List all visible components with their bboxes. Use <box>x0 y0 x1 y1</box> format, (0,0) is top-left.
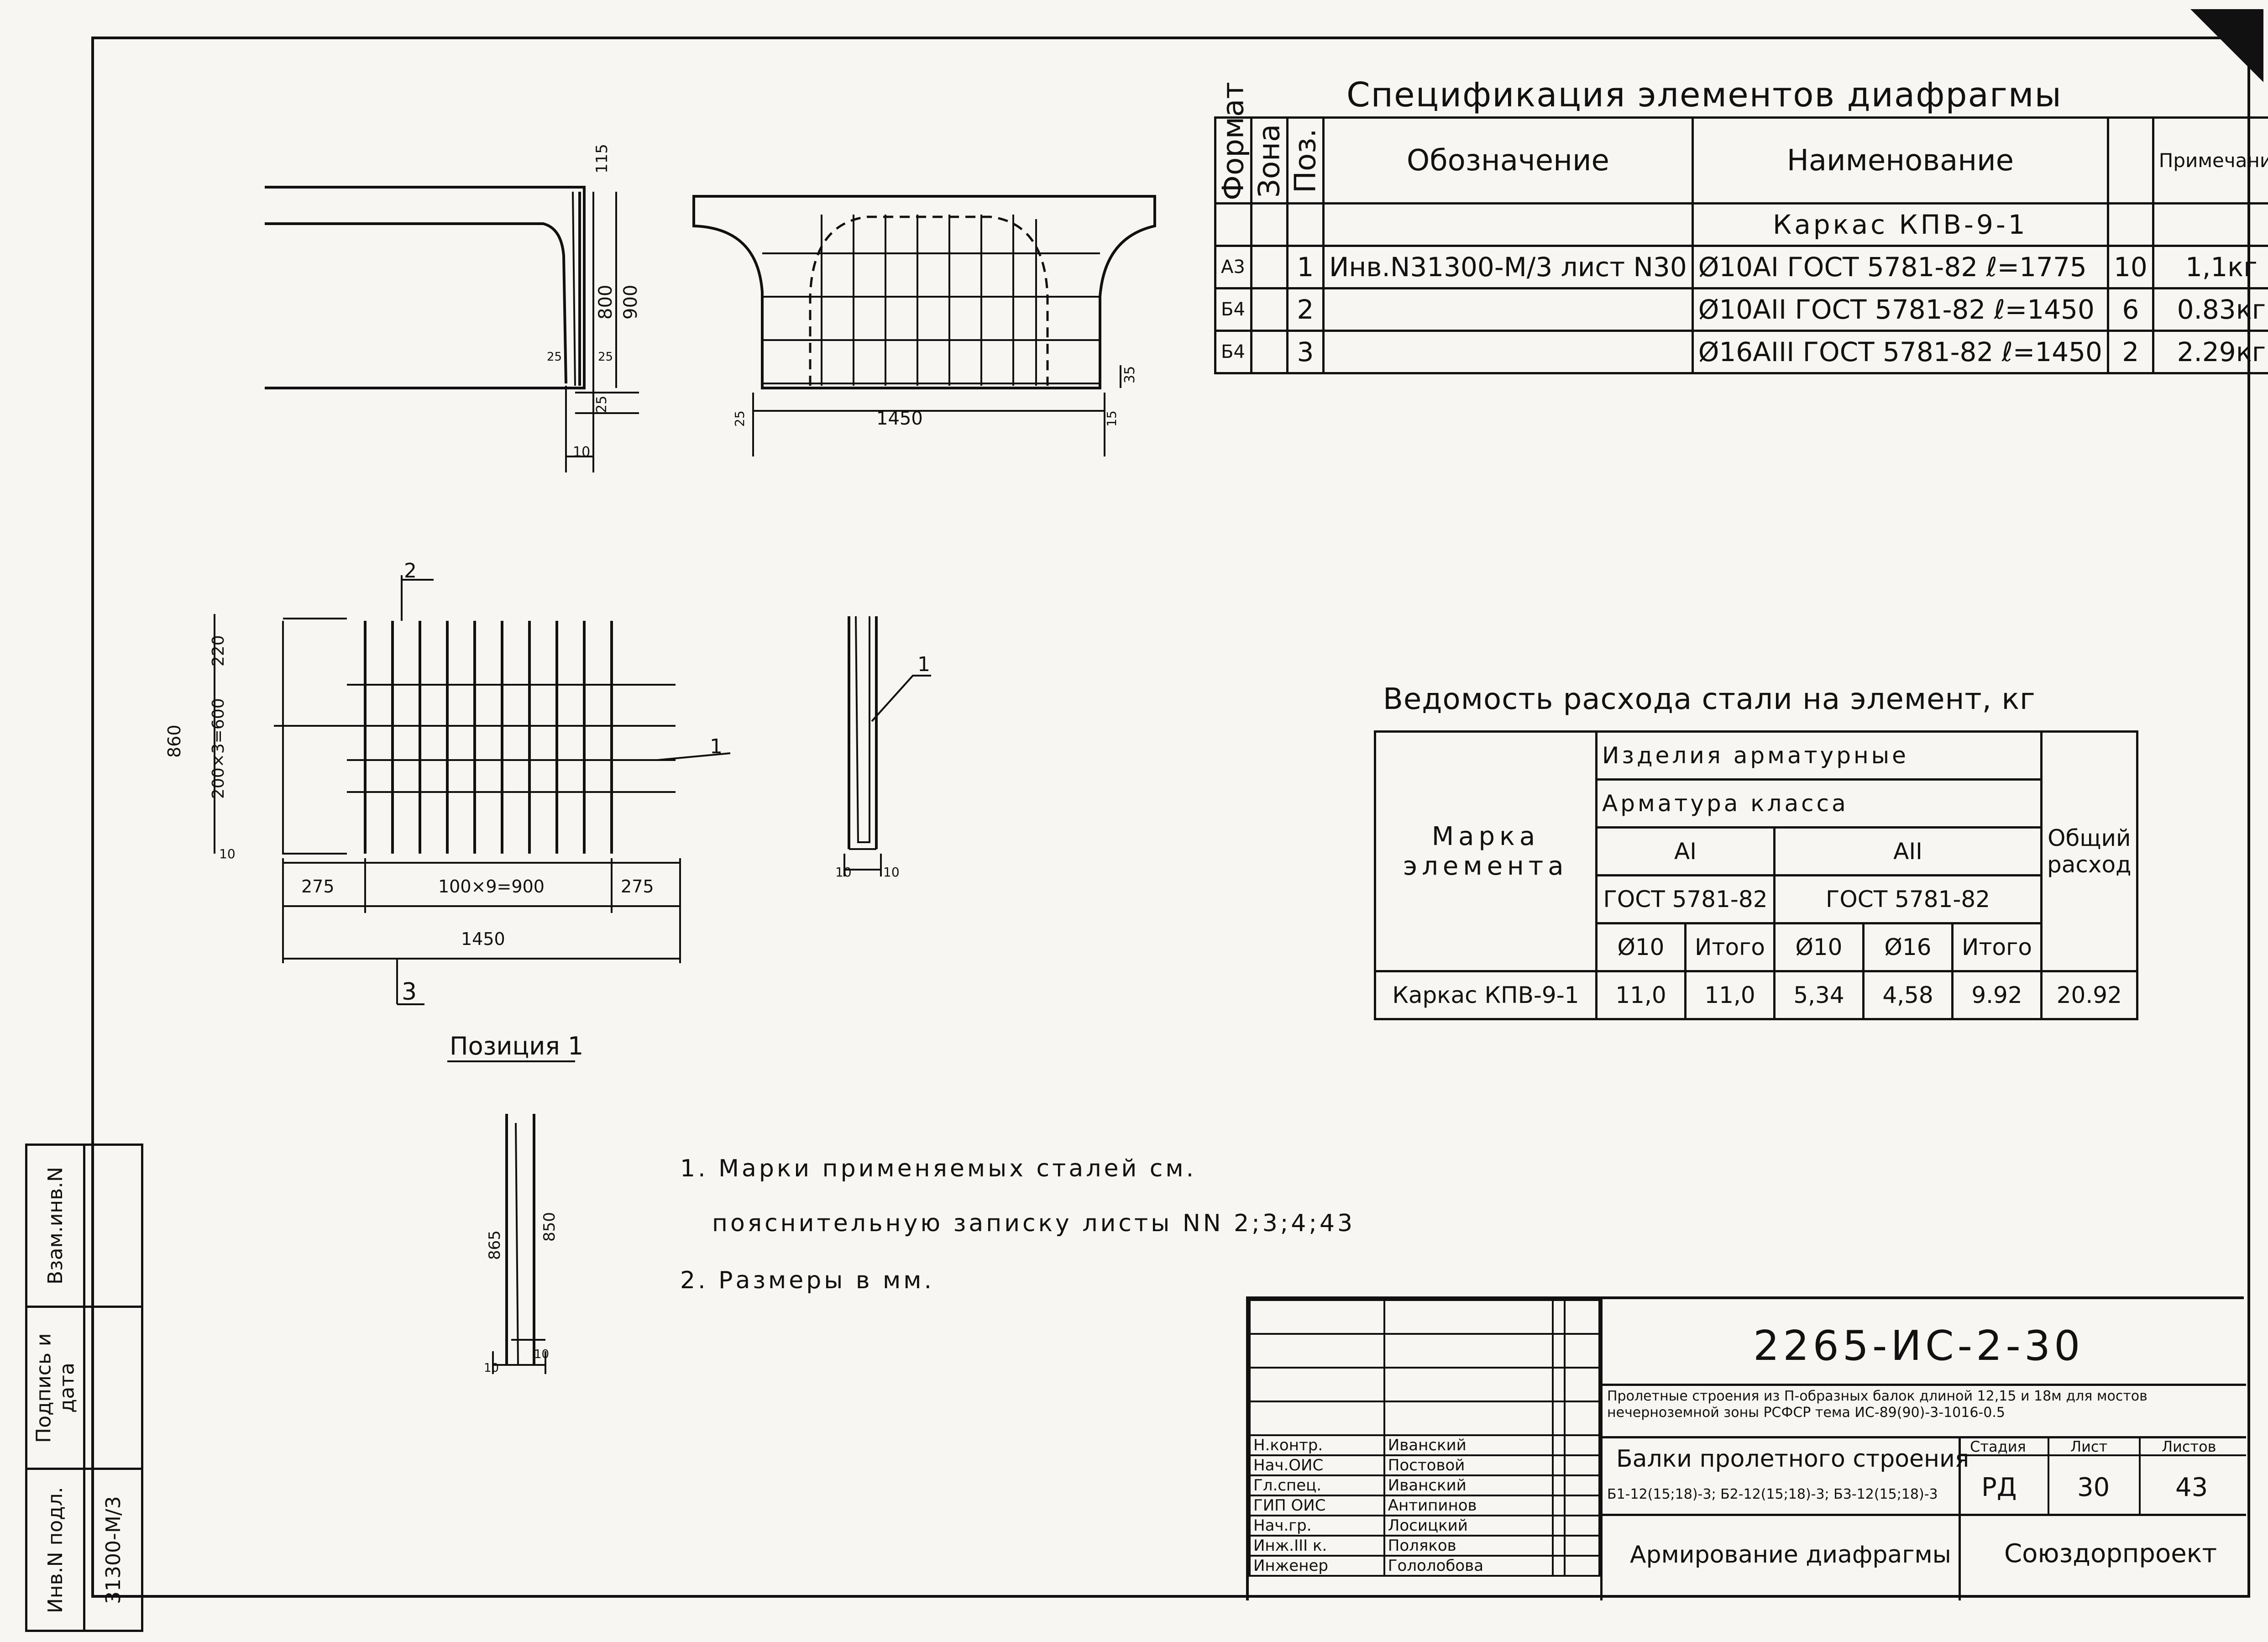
title-main: 2265-ИС-2-30 Пролетные строения из П-обр… <box>1600 1299 2246 1600</box>
spec-row: А3 1 Инв.N31300-М/3 лист N30 Ø10АI ГОСТ … <box>1214 245 2268 289</box>
frame-dim: 860 <box>164 724 184 758</box>
side-callout: 1 <box>917 653 930 676</box>
section-a-dim: 25 <box>598 350 613 364</box>
spec-group-label: Каркас КПВ-9-1 <box>1691 202 2109 247</box>
drawing-code: 2265-ИС-2-30 <box>1753 1322 2084 1370</box>
section-a-dim: 10 <box>573 444 590 460</box>
product-title: Балки пролетного строения <box>1616 1445 1969 1473</box>
ved-gost2: ГОСТ 5781-82 <box>1773 874 2043 924</box>
frame-dim: 1450 <box>461 929 505 949</box>
frame-callout: 2 <box>404 559 417 582</box>
ved-row-mark: Каркас КПВ-9-1 <box>1374 970 1598 1020</box>
section-a-dim: 25 <box>547 350 562 364</box>
ved-table: Марка элемента Изделия арматурные Общий … <box>1374 730 2138 1020</box>
spec-header-note: Примечание <box>2152 116 2268 205</box>
elevation-dim: 25 <box>732 410 747 427</box>
section-a-dim: 800 <box>595 285 616 320</box>
ved-class-header: Арматура класса <box>1595 778 2043 829</box>
ved-gost1: ГОСТ 5781-82 <box>1595 874 1776 924</box>
note-1-cont: пояснительную записку листы NN 2;3;4;43 <box>712 1210 1356 1237</box>
elevation-drawing: 1450 25 15 35 <box>692 195 1156 456</box>
frame-dim: 100×9=900 <box>438 876 545 897</box>
elevation-dim: 1450 <box>876 408 923 429</box>
position-1-dim: 850 <box>540 1212 559 1242</box>
ved-sub-header: Ø16 <box>1862 922 1954 972</box>
elevation-dim: 15 <box>1104 410 1119 427</box>
project-title: Пролетные строения из П-образных балок д… <box>1607 1388 2148 1421</box>
spec-table: Формат Зона Поз. Обозначение Наименовани… <box>1214 82 2268 374</box>
position-1-dim: 10 <box>484 1361 499 1375</box>
spec-header-designation: Обозначение <box>1322 116 1694 205</box>
side-drawing: 10 10 1 <box>835 616 931 880</box>
ved-sub-header: Итого <box>1951 922 2043 972</box>
position-1-drawing: Позиция 1 865 850 10 10 <box>447 1032 583 1375</box>
corner-mark <box>2190 9 2263 82</box>
organization: Союздорпроект <box>2004 1539 2217 1569</box>
drawing-frame <box>91 37 2250 1598</box>
frame-drawing: 220 200×3=600 860 275 100×9=900 275 1450… <box>164 559 731 1006</box>
sheet-value: 30 <box>2077 1473 2110 1502</box>
sheets-value: 43 <box>2175 1473 2208 1502</box>
ved-sub-header: Итого <box>1684 922 1776 972</box>
spec-header-qty <box>2106 116 2154 205</box>
ved-class2: АII <box>1773 826 2043 876</box>
side-dim: 10 <box>883 865 900 880</box>
frame-dim: 220 <box>209 635 228 666</box>
elevation-dim: 35 <box>1122 366 1138 383</box>
stage-value: РД <box>1981 1473 2017 1502</box>
frame-dim: 275 <box>301 876 335 897</box>
product-marks: Б1-12(15;18)-3; Б2-12(15;18)-3; Б3-12(15… <box>1607 1486 1938 1502</box>
frame-dim: 10 <box>219 846 236 861</box>
spec-title: Спецификация элементов диафрагмы <box>1346 75 2062 115</box>
frame-dim: 200×3=600 <box>209 698 228 799</box>
position-1-label: Позиция 1 <box>450 1032 583 1060</box>
ved-mark-header: Марка элемента <box>1374 730 1598 972</box>
ved-group-header: Изделия арматурные <box>1595 730 2043 781</box>
spec-header-name: Наименование <box>1691 116 2109 205</box>
section-a-drawing: 115 800 900 25 25 25 10 <box>265 144 641 472</box>
sheets-label: Листов <box>2162 1438 2216 1455</box>
ved-class1: АI <box>1595 826 1776 876</box>
section-a-dim: 115 <box>593 144 611 173</box>
frame-callout: 3 <box>402 978 417 1006</box>
stage-label: Стадия <box>1970 1438 2026 1455</box>
ved-row: Каркас КПВ-9-1 11,0 11,0 5,34 4,58 9.92 … <box>1374 970 2138 1020</box>
section-a-dim: 900 <box>620 285 641 320</box>
ved-total-header: Общий расход <box>2040 730 2138 972</box>
spec-group-row: Каркас КПВ-9-1 <box>1214 202 2268 247</box>
frame-callout: 1 <box>710 735 723 758</box>
ved-sub-header: Ø10 <box>1595 922 1687 972</box>
stage-block: Стадия Лист Листов РД 30 43 <box>1961 1436 2246 1514</box>
ved-sub-header: Ø10 <box>1773 922 1865 972</box>
drawing-name: Армирование диафрагмы <box>1630 1541 1951 1569</box>
position-1-dim: 10 <box>534 1348 549 1361</box>
note-1: 1. Марки применяемых сталей см. <box>680 1155 1197 1182</box>
side-dim: 10 <box>835 865 852 880</box>
frame-dim: 275 <box>621 876 654 897</box>
section-a-dim: 25 <box>594 396 610 413</box>
spec-row: Б4 2 Ø10АII ГОСТ 5781-82 ℓ=1450 6 0.83кг <box>1214 287 2268 332</box>
ved-row-total: 20.92 <box>2040 970 2138 1020</box>
sheet-label: Лист <box>2070 1438 2108 1455</box>
side-stamp: Взам.инв.N Подпись и дата Инв.N подл. 31… <box>25 1144 143 1632</box>
spec-row: Б4 3 Ø16АIII ГОСТ 5781-82 ℓ=1450 2 2.29к… <box>1214 330 2268 374</box>
ved-title: Ведомость расхода стали на элемент, кг <box>1383 682 2036 716</box>
note-2: 2. Размеры в мм. <box>680 1267 934 1294</box>
position-1-dim: 865 <box>486 1230 504 1260</box>
